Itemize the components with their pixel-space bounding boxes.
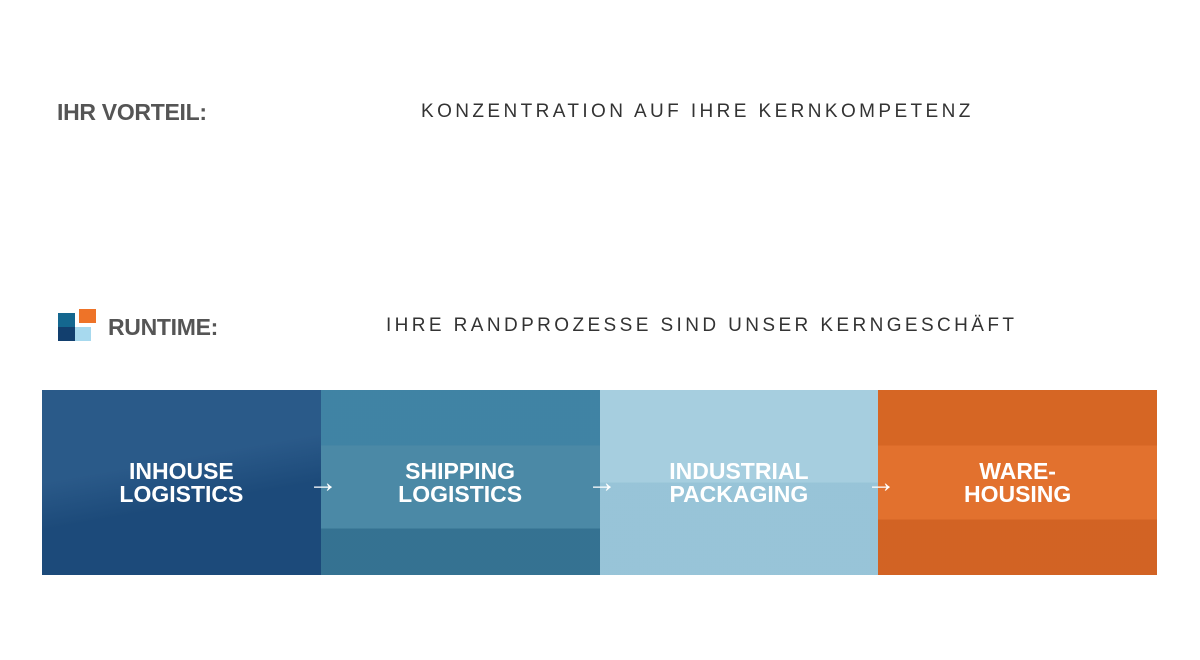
panel-label: WARE- HOUSING: [963, 457, 1072, 507]
runtime-text: IHRE RANDPROZESSE SIND UNSER KERNGESCHÄF…: [386, 315, 1018, 336]
service-panels: INHOUSE LOGISTICS SHIPPING LOGISTICS IND…: [42, 390, 1157, 575]
arrow-right-icon: →: [587, 466, 617, 499]
panel-label: INHOUSE LOGISTICS: [119, 457, 244, 507]
panel-industrial-packaging[interactable]: INDUSTRIAL PACKAGING: [599, 390, 879, 575]
advantage-text: KONZENTRATION AUF IHRE KERNKOMPETENZ: [421, 101, 974, 122]
runtime-heading: RUNTIME:: [108, 314, 219, 340]
panel-label: SHIPPING LOGISTICS: [398, 457, 523, 507]
arrow-right-icon: →: [866, 466, 896, 499]
panel-warehousing[interactable]: WARE- HOUSING: [878, 390, 1157, 575]
advantage-heading: IHR VORTEIL:: [57, 99, 207, 125]
panel-shipping-logistics[interactable]: SHIPPING LOGISTICS: [320, 390, 600, 575]
arrow-right-icon: →: [308, 466, 338, 499]
panel-inhouse-logistics[interactable]: INHOUSE LOGISTICS: [42, 390, 321, 575]
runtime-logo-icon: [58, 309, 98, 341]
panel-label: INDUSTRIAL PACKAGING: [669, 457, 809, 507]
